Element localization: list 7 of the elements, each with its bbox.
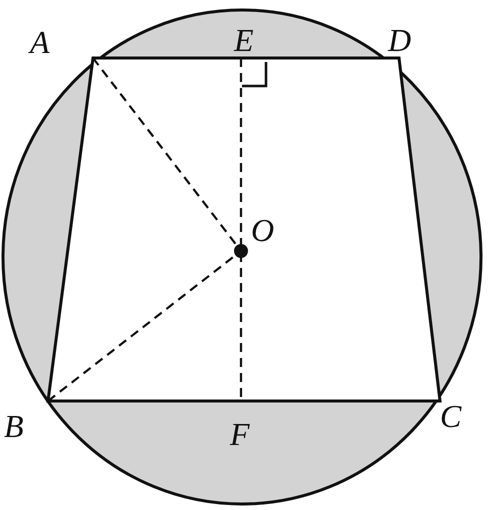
point-label: C <box>440 400 462 432</box>
point-label: O <box>251 214 274 246</box>
point-label: A <box>30 26 50 58</box>
point-label: E <box>234 24 254 56</box>
point-label: F <box>230 418 250 450</box>
point-label: B <box>4 410 24 442</box>
point-label: D <box>388 24 412 56</box>
